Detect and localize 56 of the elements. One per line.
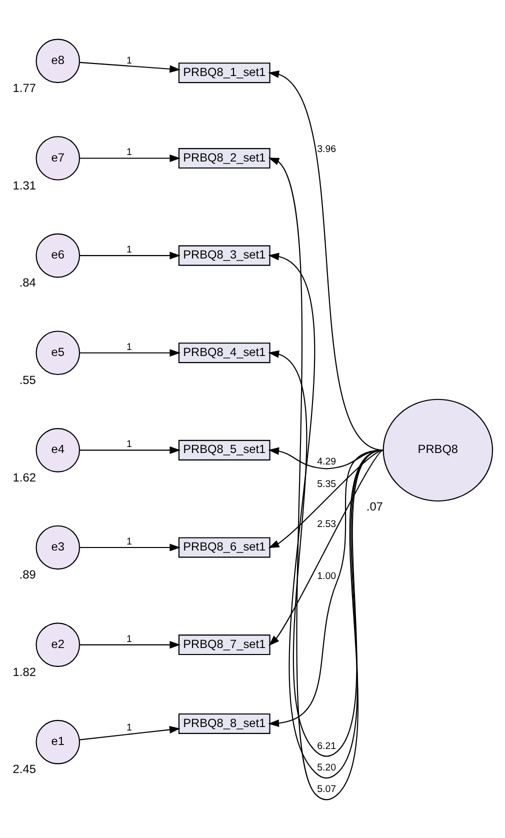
node-label: 2.45	[12, 762, 36, 776]
node-circle: e2	[36, 622, 80, 666]
arrow	[80, 251, 181, 259]
edge-label: 2.53	[317, 518, 336, 530]
node-circle: e3	[36, 524, 80, 570]
arrow	[80, 154, 181, 162]
node-label: .55	[19, 372, 36, 387]
node-label: .84	[19, 275, 36, 290]
node-box: PRBQ8_2_set1	[178, 147, 270, 168]
node-circle: e6	[36, 232, 80, 278]
node-circle: e4	[36, 428, 80, 472]
node-label: .89	[19, 567, 36, 582]
node-box: PRBQ8_1_set1	[178, 62, 270, 83]
node-label: 1.82	[12, 664, 36, 678]
edge-label: 1	[126, 722, 132, 733]
edge-label: 1	[126, 341, 132, 352]
edge-label: 5.35	[317, 478, 336, 490]
edge-label: 1	[126, 244, 132, 256]
node-box: PRBQ8_5_set1	[178, 439, 270, 460]
edge-label: 1	[126, 536, 132, 547]
arrow	[268, 157, 384, 800]
node-box: PRBQ8_4_set1	[178, 342, 270, 363]
arrow	[268, 350, 384, 756]
edge-label: 4.29	[317, 456, 336, 467]
arrow	[80, 348, 181, 356]
edge-label: 1	[126, 633, 132, 644]
arrow	[79, 725, 180, 740]
edge-label: 5.07	[317, 784, 336, 795]
arrow	[268, 449, 384, 726]
node-label: 1.31	[12, 178, 36, 192]
arrow	[268, 449, 384, 646]
node-label: 1.77	[12, 80, 36, 95]
node-circle: e7	[36, 136, 80, 180]
edge-label: 6.21	[317, 740, 336, 752]
edge-label: 1	[126, 54, 132, 66]
edge-label: 3.96	[317, 143, 336, 154]
arrow	[80, 446, 181, 454]
node-box: PRBQ8_3_set1	[178, 244, 270, 266]
node-box: PRBQ8_6_set1	[178, 536, 270, 558]
node-circle: e1	[36, 719, 80, 764]
node-label: 1.62	[12, 470, 36, 484]
edge-label: 1	[126, 146, 132, 158]
edge-label: 1.00	[317, 570, 336, 582]
arrow	[80, 640, 181, 648]
node-circle: e5	[36, 330, 80, 375]
node-box: PRBQ8_7_set1	[178, 634, 270, 655]
node-label: .07	[366, 499, 383, 514]
edge-label: 5.20	[317, 762, 336, 773]
node-box: PRBQ8_8_set1	[178, 712, 270, 734]
arrow	[268, 449, 384, 548]
arrow	[80, 61, 180, 72]
node-circle: PRBQ8	[382, 398, 494, 502]
edge-label: 1	[126, 438, 132, 450]
node-circle: e8	[36, 38, 80, 83]
arrow	[80, 543, 181, 551]
arrow	[268, 252, 384, 778]
